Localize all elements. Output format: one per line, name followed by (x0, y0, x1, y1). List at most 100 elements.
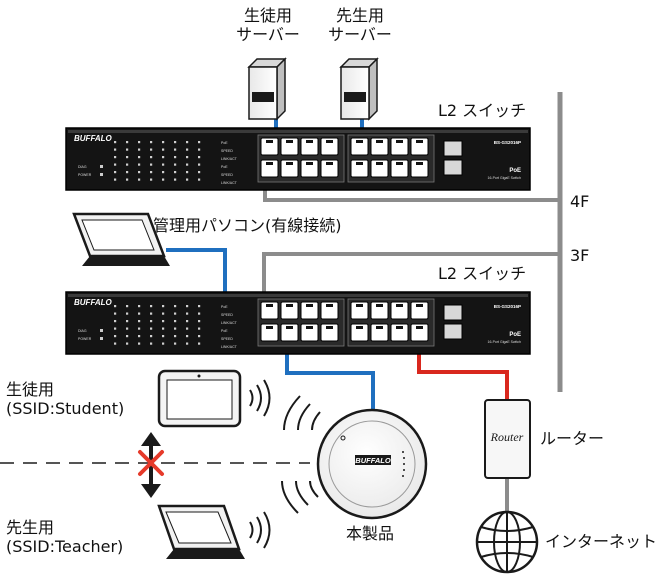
switch-port (280, 159, 299, 178)
switch-led (162, 312, 165, 315)
teacher-server-label: 先生用 サーバー (320, 6, 400, 44)
switch-led (138, 178, 141, 181)
teacher-server-label-line2: サーバー (328, 25, 392, 44)
switch-port (320, 301, 339, 320)
switch-port (410, 159, 429, 178)
switch-led (162, 320, 165, 323)
switch-led (198, 342, 201, 345)
switch-port (350, 159, 369, 178)
switch-port (390, 137, 409, 156)
switch-led-label: SPEED (221, 149, 233, 153)
switch-led (114, 320, 117, 323)
switch-led (150, 335, 153, 338)
student-server-label-line1: 生徒用 (243, 6, 292, 25)
switch-led (138, 305, 141, 308)
switch-led-label: SPEED (221, 313, 233, 317)
switch-poe-label: PoE (509, 332, 521, 338)
switch-led (186, 305, 189, 308)
switch-led (150, 141, 153, 144)
laptop-wifi-waves-icon (249, 511, 271, 549)
student-client-label-line1: 生徒用 (6, 380, 55, 399)
switch-led (126, 148, 129, 151)
switch-led (186, 327, 189, 330)
switch-led-label: PoE (221, 329, 228, 333)
switch-led (126, 320, 129, 323)
switch-led (186, 335, 189, 338)
switch-led (198, 327, 201, 330)
switch-led (198, 335, 201, 338)
switch-brand: BUFFALO (74, 298, 113, 307)
internet-label: インターネット (545, 532, 658, 551)
switch-led (150, 327, 153, 330)
admin-pc-label: 管理用パソコン(有線接続) (153, 216, 342, 235)
student-server-icon (247, 57, 287, 121)
switch-led (174, 320, 177, 323)
switch-port (260, 159, 279, 178)
switch-led (150, 163, 153, 166)
switch-port (350, 323, 369, 342)
tablet-icon (157, 369, 242, 428)
switch-led (114, 335, 117, 338)
switch-led (186, 178, 189, 181)
switch-led-label: SPEED (221, 173, 233, 177)
switch-led (138, 148, 141, 151)
switch-port (370, 301, 389, 320)
switch-led (126, 163, 129, 166)
switch-led (186, 148, 189, 151)
switch-led (150, 156, 153, 159)
switch-port (320, 159, 339, 178)
switch-port (410, 137, 429, 156)
switch-led (126, 305, 129, 308)
switch-4f-label: L2 スイッチ (438, 101, 527, 120)
internet-globe-icon (475, 510, 539, 574)
switch-led (126, 141, 129, 144)
switch-port (300, 301, 319, 320)
switch-led (162, 171, 165, 174)
switch-port (320, 137, 339, 156)
switch-led (150, 178, 153, 181)
student-server-label: 生徒用 サーバー (228, 6, 308, 44)
switch-led (150, 320, 153, 323)
switch-led (198, 305, 201, 308)
switch-led (186, 320, 189, 323)
switch-model: BS-GS2016P (494, 140, 521, 145)
switch-brand: BUFFALO (74, 134, 113, 143)
teacher-server-label-line1: 先生用 (335, 6, 384, 25)
switch-led (138, 327, 141, 330)
student-server-label-line2: サーバー (236, 25, 300, 44)
switch-poe-label: PoE (509, 168, 521, 174)
switch-led (138, 342, 141, 345)
block-cross-icon (138, 450, 164, 476)
switch-led (126, 171, 129, 174)
switch-port (410, 323, 429, 342)
switch-led (198, 320, 201, 323)
switch-led (114, 178, 117, 181)
switch-led (138, 312, 141, 315)
switch-led (138, 335, 141, 338)
switch-led (162, 178, 165, 181)
switch-led (126, 178, 129, 181)
switch-sfp-port (443, 304, 463, 321)
switch-led (114, 327, 117, 330)
switch-led (174, 156, 177, 159)
switch-led (114, 171, 117, 174)
switch-port (350, 301, 369, 320)
switch-led (186, 163, 189, 166)
switch-led (174, 327, 177, 330)
switch-port (260, 301, 279, 320)
switch-led (174, 178, 177, 181)
switch-led-label: PoE (221, 305, 228, 309)
admin-laptop-icon (72, 212, 170, 266)
switch-led (186, 156, 189, 159)
router-device-label: Router (490, 430, 524, 444)
teacher-client-label-line2: (SSID:Teacher) (6, 537, 124, 556)
router-icon: Router (484, 399, 531, 479)
switch-port (370, 323, 389, 342)
switch-led (162, 335, 165, 338)
switch-led-label: LINK/ACT (221, 345, 238, 349)
switch-led (198, 156, 201, 159)
switch-led (198, 312, 201, 315)
switch-led-label: LINK/ACT (221, 157, 238, 161)
switch-led (198, 171, 201, 174)
access-point-waves-icon (281, 395, 321, 514)
